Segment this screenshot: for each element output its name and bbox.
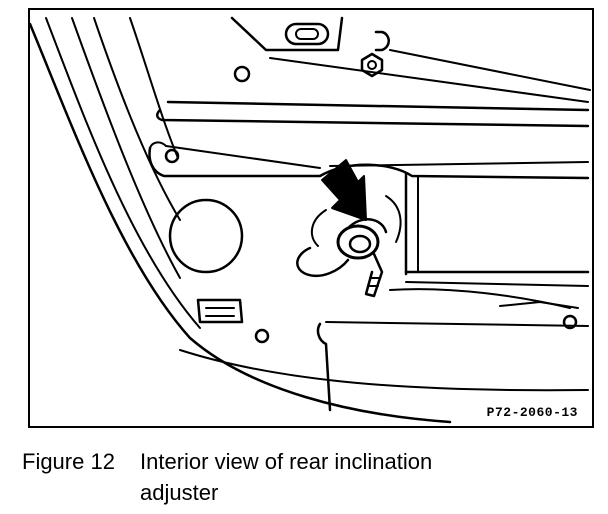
figure-label: Figure 12	[22, 449, 115, 474]
recess-upper-edge	[149, 141, 321, 169]
door-interior-drawing	[30, 16, 591, 424]
caption-row-1: Figure 12 Interior view of rear inclinati…	[22, 446, 602, 477]
rail-lower-line	[389, 288, 571, 309]
mount-hole-left	[164, 148, 180, 164]
mount-hole-lower	[254, 328, 270, 344]
door-edge-line-5	[129, 17, 179, 159]
latch-housing	[230, 16, 344, 52]
reinforcement-bar-top	[166, 100, 590, 112]
adjuster-lever	[364, 252, 384, 298]
door-edge-line-3	[71, 17, 181, 279]
rail-top	[329, 161, 589, 167]
pointer-arrow	[321, 159, 367, 221]
door-outer-edge	[30, 22, 452, 424]
recess-outline	[148, 146, 590, 180]
lower-panel-left-edge	[316, 322, 332, 412]
rail-notch	[499, 301, 579, 309]
mount-hole-right	[562, 314, 578, 330]
d-shaped-hole	[374, 30, 390, 52]
adjuster-arm	[346, 218, 388, 234]
adjuster-spring	[336, 224, 380, 260]
lower-contour	[179, 349, 589, 392]
adjuster-spring-inner	[348, 234, 372, 254]
rectangular-clip	[196, 298, 244, 324]
figure-reference-code: P72-2060-13	[486, 405, 578, 420]
hex-nut-hole	[367, 60, 377, 70]
door-edge-line-2	[45, 17, 201, 329]
latch-slot	[284, 22, 330, 46]
door-edge-line-4	[93, 17, 181, 221]
adjuster-cable	[296, 246, 350, 277]
technical-illustration: P72-2060-13	[28, 8, 594, 428]
lower-panel-top	[325, 321, 589, 327]
reinforcement-bar-bottom	[156, 108, 590, 128]
clip-slots	[205, 307, 235, 317]
adjuster-lever-grip	[367, 277, 381, 287]
caption-row-2: adjuster	[22, 477, 602, 508]
caption-text-line-2: adjuster	[140, 480, 219, 505]
figure-caption: Figure 12 Interior view of rear inclinati…	[22, 446, 602, 508]
caption-text-line-1: Interior view of rear inclination	[140, 449, 433, 474]
panel-line-1	[269, 57, 589, 103]
adjuster-cable-upper	[310, 209, 327, 247]
panel-line-2	[389, 49, 591, 91]
small-hole	[233, 65, 251, 83]
lower-rail-bottom	[405, 281, 589, 287]
circular-opening	[168, 198, 244, 274]
latch-slot-inner	[295, 28, 319, 40]
adjuster-bracket	[385, 195, 402, 243]
